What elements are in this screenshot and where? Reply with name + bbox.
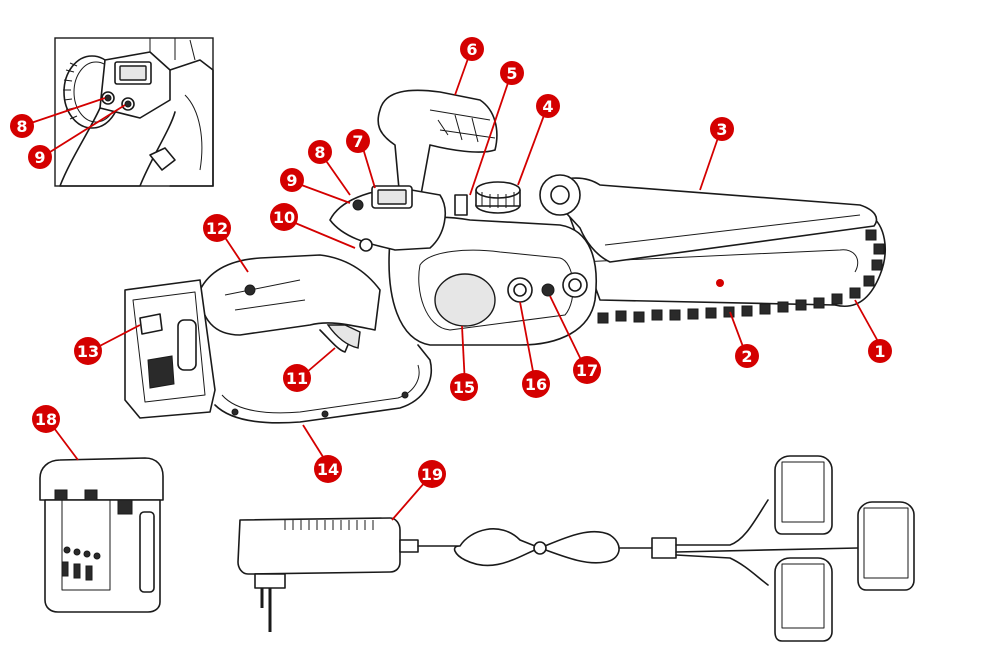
callout-marker (573, 356, 601, 384)
inset-detail (54, 37, 214, 187)
callout-number: 4 (542, 97, 553, 116)
charger (237, 455, 915, 642)
callout-c13: 13 (74, 337, 102, 365)
callout-marker (308, 140, 332, 164)
callout-number: 16 (525, 375, 547, 394)
chainsaw-main-body (124, 89, 886, 424)
callout-c8: 8 (308, 140, 332, 164)
callout-number: 7 (352, 132, 363, 151)
callout-marker (203, 214, 231, 242)
callout-number: 9 (286, 171, 297, 190)
callout-number: 9 (34, 148, 45, 167)
callout-c15: 15 (450, 373, 478, 401)
callout-number: 17 (576, 361, 598, 380)
callout-c8b: 8 (10, 114, 34, 138)
callout-marker (74, 337, 102, 365)
callout-number: 5 (506, 64, 517, 83)
callout-c1: 1 (868, 339, 892, 363)
callout-marker (735, 344, 759, 368)
callout-c9b: 9 (28, 145, 52, 169)
callout-marker (418, 460, 446, 488)
callout-marker (460, 37, 484, 61)
callout-c12: 12 (203, 214, 231, 242)
callout-marker (10, 114, 34, 138)
callout-marker (32, 405, 60, 433)
callout-number: 13 (77, 342, 99, 361)
callout-c9: 9 (280, 168, 304, 192)
callout-c6: 6 (460, 37, 484, 61)
callout-marker (710, 117, 734, 141)
callout-marker (536, 94, 560, 118)
callout-marker (280, 168, 304, 192)
callout-marker (28, 145, 52, 169)
callout-marker (450, 373, 478, 401)
callout-c3: 3 (710, 117, 734, 141)
callout-number: 15 (453, 378, 475, 397)
callout-marker (270, 203, 298, 231)
leader-lines (24, 52, 881, 521)
callout-number: 10 (273, 208, 295, 227)
callout-c5: 5 (500, 61, 524, 85)
callout-c7: 7 (346, 129, 370, 153)
callout-marker (314, 455, 342, 483)
callout-c10: 10 (270, 203, 298, 231)
callout-number: 11 (286, 369, 308, 388)
callout-c11: 11 (283, 364, 311, 392)
callout-c18: 18 (32, 405, 60, 433)
callout-number: 3 (716, 120, 727, 139)
callout-number: 8 (16, 117, 27, 136)
callout-c14: 14 (314, 455, 342, 483)
callout-c19: 19 (418, 460, 446, 488)
callout-marker (283, 364, 311, 392)
callout-number: 6 (466, 40, 477, 59)
callout-c17: 17 (573, 356, 601, 384)
callout-number: 8 (314, 143, 325, 162)
callout-marker (868, 339, 892, 363)
callout-number: 14 (317, 460, 339, 479)
callout-marker (522, 370, 550, 398)
callout-number: 2 (741, 347, 752, 366)
callout-marker (346, 129, 370, 153)
callout-number: 1 (874, 342, 885, 361)
saw-chain (597, 229, 885, 324)
callout-marker (500, 61, 524, 85)
callout-c2: 2 (735, 344, 759, 368)
callout-c16: 16 (522, 370, 550, 398)
battery-pack (39, 457, 164, 613)
callout-number: 18 (35, 410, 57, 429)
callout-number: 19 (421, 465, 443, 484)
callout-c4: 4 (536, 94, 560, 118)
callout-number: 12 (206, 219, 228, 238)
